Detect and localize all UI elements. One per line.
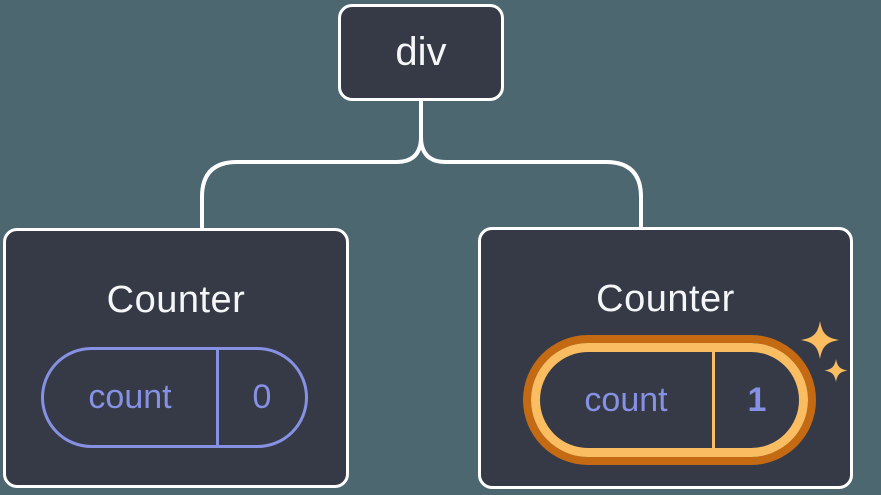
root-node-label: div <box>395 30 447 74</box>
sparkle-small <box>824 359 848 382</box>
counter-card-left: Counter count 0 <box>3 228 349 488</box>
state-value: 1 <box>747 380 767 419</box>
state-key-label: count <box>584 380 668 419</box>
state-pill: count 0 <box>41 347 308 448</box>
connector-left-branch <box>200 99 423 229</box>
component-title: Counter <box>106 279 246 321</box>
component-title: Counter <box>596 278 735 320</box>
root-node-div: div <box>338 4 504 101</box>
connector-right-branch <box>419 99 643 228</box>
state-value: 0 <box>252 378 272 416</box>
state-pill-divider <box>216 350 219 445</box>
state-key-label: count <box>88 378 172 416</box>
state-pill-highlighted: count 1 <box>531 343 808 457</box>
sparkle-large <box>801 321 839 359</box>
state-pill-divider <box>712 352 715 448</box>
sparkles-icon <box>801 321 848 382</box>
counter-card-right: Counter count 1 <box>478 227 853 489</box>
